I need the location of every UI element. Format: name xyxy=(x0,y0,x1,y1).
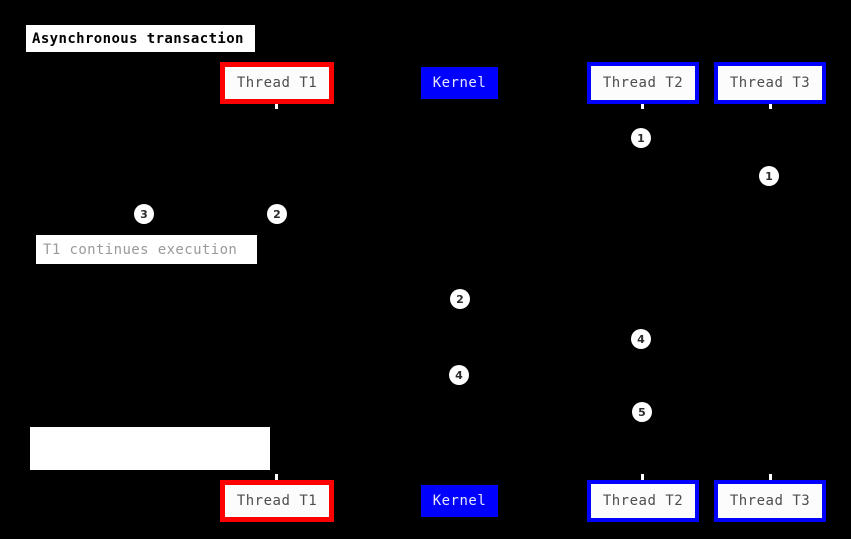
lifeline-label: Kernel xyxy=(432,75,487,91)
note-box-empty[interactable] xyxy=(30,427,270,470)
lifeline-stub xyxy=(769,104,772,109)
lifeline-header-thread-t3[interactable]: Thread T3 xyxy=(714,62,826,104)
lifeline-label: Thread T2 xyxy=(602,75,684,91)
lifeline-header-kernel[interactable]: Kernel xyxy=(421,67,498,99)
step-badge: 4 xyxy=(631,329,651,349)
note-box[interactable]: T1 continues execution xyxy=(36,235,257,264)
lifeline-header-thread-t1[interactable]: Thread T1 xyxy=(220,480,334,522)
step-badge: 4 xyxy=(449,365,469,385)
lifeline-stub xyxy=(641,104,644,109)
lifeline-label: Thread T1 xyxy=(236,493,318,509)
lifeline-label: Thread T2 xyxy=(602,493,684,509)
step-badge: 2 xyxy=(267,204,287,224)
lifeline-header-kernel[interactable]: Kernel xyxy=(421,485,498,517)
step-badge: 3 xyxy=(134,204,154,224)
lifeline-stub xyxy=(275,104,278,109)
lifeline-stub xyxy=(275,474,278,480)
lifeline-label: Thread T1 xyxy=(236,75,318,91)
lifeline-header-thread-t1[interactable]: Thread T1 xyxy=(220,62,334,104)
lifeline-stub xyxy=(769,474,772,480)
step-badge: 5 xyxy=(632,402,652,422)
step-badge: 1 xyxy=(631,128,651,148)
step-badge: 1 xyxy=(759,166,779,186)
lifeline-label: Thread T3 xyxy=(729,75,811,91)
note-text: T1 continues execution xyxy=(43,241,238,258)
lifeline-stub xyxy=(641,474,644,480)
lifeline-label: Kernel xyxy=(432,493,487,509)
lifeline-header-thread-t2[interactable]: Thread T2 xyxy=(587,62,699,104)
lifeline-header-thread-t3[interactable]: Thread T3 xyxy=(714,480,826,522)
step-badge: 2 xyxy=(450,289,470,309)
lifeline-header-thread-t2[interactable]: Thread T2 xyxy=(587,480,699,522)
diagram-title-banner: Asynchronous transaction xyxy=(26,25,255,52)
lifeline-label: Thread T3 xyxy=(729,493,811,509)
